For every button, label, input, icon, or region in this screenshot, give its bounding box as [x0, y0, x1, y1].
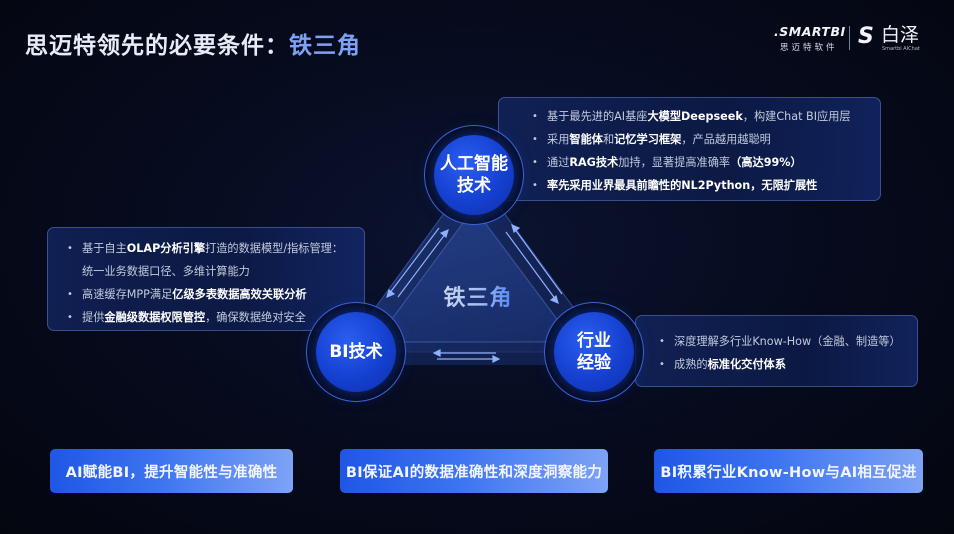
body-text: ，确保数据绝对安全 — [205, 311, 306, 324]
iron-triangle-label: 铁三角 — [436, 280, 520, 312]
bi-tech-panel: 基于自主OLAP分析引擎打造的数据模型/指标管理： 统一业务数据口径、多维计算能力… — [47, 227, 365, 331]
highlight-text: 率先采用业界最具前瞻性的NL2Python，无限扩展性 — [547, 179, 818, 192]
panel-bullet-item: 高速缓存MPP满足亿级多表数据高效关联分析 — [64, 283, 364, 306]
node-core: 人工智能 技术 — [434, 135, 514, 215]
panel-bullet-item: 采用智能体和记忆学习框架，产品越用越聪明 — [529, 128, 880, 151]
banner-bi-ensures-ai: BI保证AI的数据准确性和深度洞察能力 — [340, 449, 608, 493]
highlight-text: 大模型Deepseek — [647, 110, 743, 123]
arrows-ai-industry — [505, 223, 563, 305]
arrows-bi-industry — [432, 349, 501, 363]
banner-ai-empowers-bi: AI赋能BI，提升智能性与准确性 — [50, 449, 293, 493]
highlight-text: （高达99%） — [730, 156, 802, 169]
highlight-text: 标准化交付体系 — [707, 358, 786, 371]
body-text: 深度理解多行业Know-How（金融、制造等） — [674, 335, 901, 348]
baize-logo-subtext: Smartbi AIChat — [882, 46, 920, 52]
node-industry-label-line2: 经验 — [577, 353, 611, 373]
body-text: 和 — [602, 133, 615, 146]
body-text: 基于最先进的AI基座 — [547, 110, 648, 123]
body-text: 基于自主 — [82, 242, 127, 255]
ai-tech-panel: 基于最先进的AI基座大模型Deepseek，构建Chat BI应用层采用智能体和… — [498, 97, 881, 201]
page-title-main: 思迈特领先的必要条件： — [25, 33, 289, 59]
node-ai-label-line1: 人工智能 — [440, 154, 508, 174]
node-ai-technology: 人工智能 技术 — [424, 125, 524, 225]
brand-logo: .SMARTBI 思迈特软件 S 白泽 Smartbi AIChat — [774, 24, 934, 54]
smartbi-logo-subtext: 思迈特软件 — [780, 43, 838, 53]
highlight-text: 亿级多表数据高效关联分析 — [172, 288, 307, 301]
page-title: 思迈特领先的必要条件：铁三角 — [25, 26, 361, 60]
highlight-text: 智能体 — [569, 133, 603, 146]
node-industry-label-line1: 行业 — [577, 331, 611, 351]
logo-divider — [849, 26, 850, 50]
baize-logo-text: 白泽 — [881, 24, 920, 46]
panel-bullet-item: 深度理解多行业Know-How（金融、制造等） — [656, 330, 917, 353]
panel-bullet-item: 率先采用业界最具前瞻性的NL2Python，无限扩展性 — [529, 174, 880, 197]
body-text: 高速缓存MPP满足 — [82, 288, 173, 301]
panel-bullet-item: 统一业务数据口径、多维计算能力 — [64, 260, 364, 283]
industry-list: 深度理解多行业Know-How（金融、制造等） 成熟的标准化交付体系 — [656, 330, 917, 376]
baize-s-icon: S — [858, 24, 874, 49]
body-text: 采用 — [547, 133, 570, 146]
highlight-text: RAG技术 — [569, 156, 619, 169]
body-text: 提供 — [82, 311, 105, 324]
panel-bullet-item: 提供金融级数据权限管控，确保数据绝对安全 — [64, 306, 364, 329]
node-bi-label: BI技术 — [329, 342, 383, 362]
body-text: 加持，显著提高准确率 — [618, 156, 731, 169]
body-text: ，产品越用越聪明 — [681, 133, 771, 146]
ai-tech-list: 基于最先进的AI基座大模型Deepseek，构建Chat BI应用层采用智能体和… — [529, 105, 880, 197]
triangle-inner — [374, 207, 575, 343]
triangle-bottom-band — [360, 343, 590, 365]
arrows-ai-bi — [386, 227, 449, 299]
banner-industry-knowhow: BI积累行业Know-How与AI相互促进 — [654, 449, 923, 493]
node-ai-label-line2: 技术 — [457, 176, 491, 196]
panel-bullet-item: 通过RAG技术加持，显著提高准确率（高达99%） — [529, 151, 880, 174]
body-text: 成熟的 — [674, 358, 708, 371]
highlight-text: 金融级数据权限管控 — [104, 311, 206, 324]
node-core: 行业 经验 — [554, 312, 634, 392]
node-industry-experience: 行业 经验 — [544, 302, 644, 402]
body-text: ，构建Chat BI应用层 — [742, 110, 851, 123]
panel-bullet-item: 基于最先进的AI基座大模型Deepseek，构建Chat BI应用层 — [529, 105, 880, 128]
node-core: BI技术 — [316, 312, 396, 392]
panel-bullet-item: 基于自主OLAP分析引擎打造的数据模型/指标管理： — [64, 237, 364, 260]
page-title-accent: 铁三角 — [289, 33, 361, 59]
node-bi-technology: BI技术 — [306, 302, 406, 402]
smartbi-logo-text: .SMARTBI — [774, 24, 846, 39]
industry-panel: 深度理解多行业Know-How（金融、制造等） 成熟的标准化交付体系 — [635, 315, 918, 387]
body-text: 打造的数据模型/指标管理： — [205, 242, 344, 255]
bi-tech-list: 基于自主OLAP分析引擎打造的数据模型/指标管理： 统一业务数据口径、多维计算能力… — [64, 237, 364, 329]
body-text: 通过 — [547, 156, 570, 169]
body-text: 统一业务数据口径、多维计算能力 — [82, 265, 250, 278]
panel-bullet-item: 成熟的标准化交付体系 — [656, 353, 917, 376]
highlight-text: OLAP分析引擎 — [126, 242, 206, 255]
highlight-text: 记忆学习框架 — [614, 133, 682, 146]
